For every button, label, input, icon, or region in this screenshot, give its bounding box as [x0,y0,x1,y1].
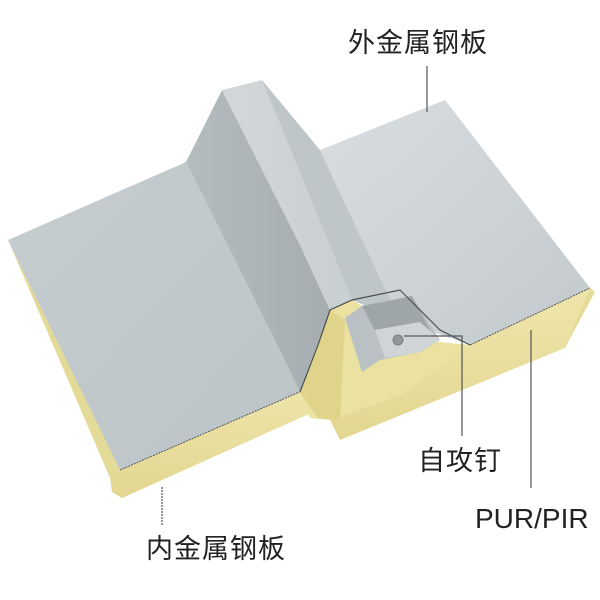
left-steel-top [8,162,300,470]
right-core-front [330,288,590,440]
joint-core-shadow [300,310,345,420]
ridge-right-drop [262,80,400,320]
joint-steel-face [375,322,440,358]
label-core: PUR/PIR [475,503,589,534]
seam-cut-edge [299,289,471,393]
left-core-front [110,380,330,498]
left-core-side [8,240,120,478]
label-screw: 自攻钉 [418,446,502,477]
screw-head-icon [392,334,404,346]
left-panel [8,162,330,498]
seam-ridge [186,80,400,392]
leader-lines [161,66,532,525]
right-panel [320,100,595,440]
ridge-top [222,80,352,310]
joint-cross-section [299,289,471,420]
leader-screw [404,335,463,436]
right-steel-top [320,100,590,345]
label-outer-sheet: 外金属钢板 [348,28,488,59]
label-inner-sheet: 内金属钢板 [146,534,286,565]
ridge-left-slope [186,90,330,392]
